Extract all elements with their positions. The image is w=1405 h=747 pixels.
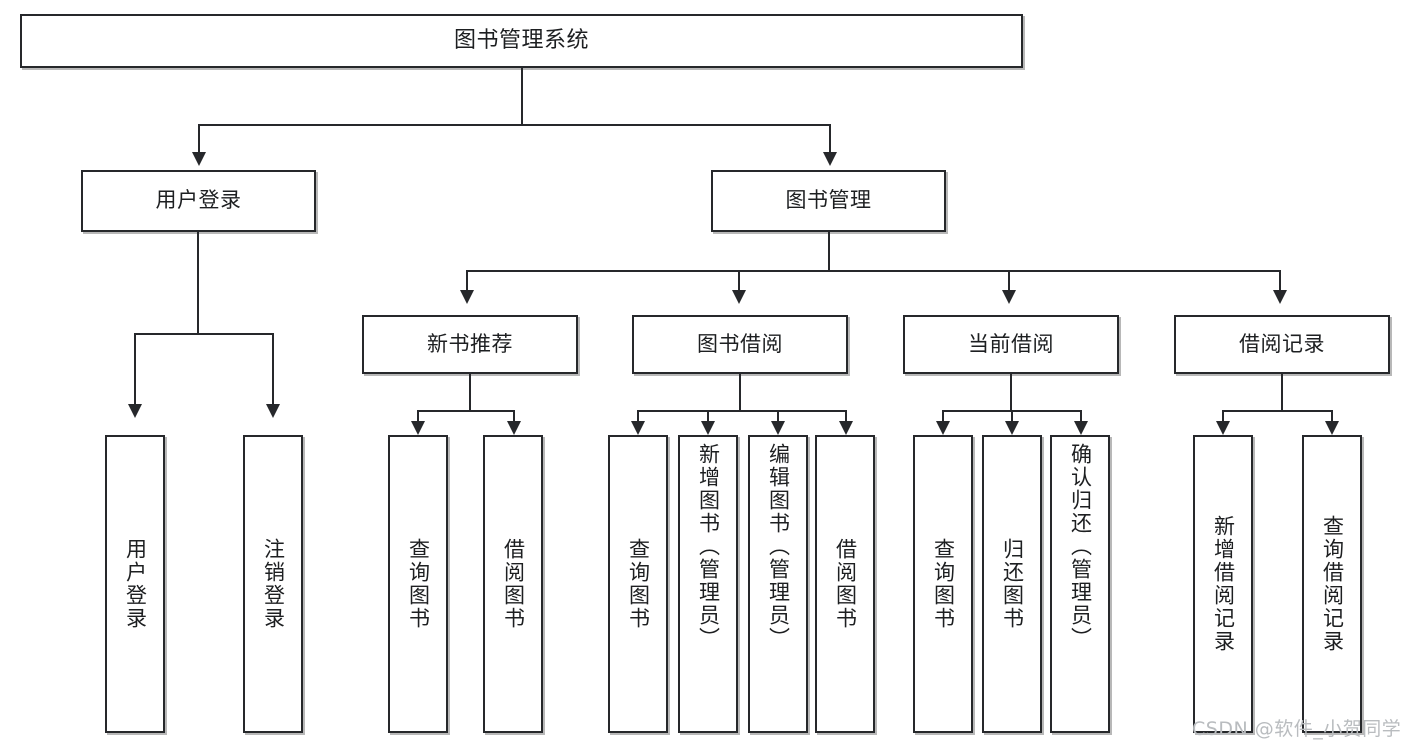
connector-borrow-to-leaf-4	[845, 410, 847, 422]
arrow-book-mgmt-to-borrow	[732, 290, 746, 304]
node-label: 确认归还（管理员）	[1068, 443, 1093, 650]
leaf-borrow-add-book-admin[interactable]: 新增图书（管理员）	[678, 435, 738, 733]
leaf-user-logout[interactable]: 注销登录	[243, 435, 303, 733]
node-label: 用户登录	[155, 188, 242, 213]
node-new-book-recommend[interactable]: 新书推荐	[362, 315, 578, 374]
node-label: 借阅图书	[501, 538, 526, 630]
connector-current-to-leaf-2	[1011, 410, 1013, 422]
node-label: 查询图书	[931, 538, 956, 630]
arrow-current-to-leaf-3	[1074, 421, 1088, 435]
leaf-current-confirm-return-admin[interactable]: 确认归还（管理员）	[1050, 435, 1110, 733]
connector-user-login-bus	[134, 333, 274, 335]
node-label: 查询图书	[406, 538, 431, 630]
connector-borrow-to-leaf-1	[637, 410, 639, 422]
leaf-borrow-borrow-book[interactable]: 借阅图书	[815, 435, 875, 733]
connector-root-bus	[198, 124, 831, 126]
connector-book-mgmt-to-borrow	[738, 270, 740, 291]
arrow-borrow-to-leaf-2	[701, 421, 715, 435]
connector-user-login-to-leaf-1	[134, 333, 136, 405]
connector-records-to-leaf-2	[1331, 410, 1333, 422]
node-label: 借阅图书	[833, 538, 858, 630]
node-borrow-records[interactable]: 借阅记录	[1174, 315, 1390, 374]
arrow-current-to-leaf-2	[1005, 421, 1019, 435]
arrow-user-login-to-leaf-2	[266, 404, 280, 418]
connector-user-login-stem	[197, 232, 199, 333]
connector-records-stem	[1281, 374, 1283, 410]
node-label: 编辑图书（管理员）	[766, 443, 791, 650]
leaf-current-query-book[interactable]: 查询图书	[913, 435, 973, 733]
leaf-records-query-record[interactable]: 查询借阅记录	[1302, 435, 1362, 733]
node-user-login[interactable]: 用户登录	[81, 170, 316, 232]
connector-current-stem	[1010, 374, 1012, 410]
arrow-borrow-to-leaf-3	[771, 421, 785, 435]
connector-borrow-to-leaf-3	[777, 410, 779, 422]
node-label: 图书管理系统	[453, 27, 589, 53]
connector-records-bus	[1222, 410, 1332, 412]
arrow-book-mgmt-to-current	[1002, 290, 1016, 304]
connector-book-mgmt-stem	[828, 232, 830, 270]
node-label: 查询借阅记录	[1320, 515, 1345, 653]
connector-root-to-user-login	[198, 124, 200, 153]
connector-user-login-to-leaf-2	[272, 333, 274, 405]
connector-borrow-stem	[739, 374, 741, 410]
connector-borrow-to-leaf-2	[707, 410, 709, 422]
arrow-new-book-to-leaf-2	[507, 421, 521, 435]
connector-new-book-stem	[469, 374, 471, 410]
connector-current-to-leaf-1	[942, 410, 944, 422]
connector-current-to-leaf-3	[1080, 410, 1082, 422]
connector-root-to-book-mgmt	[829, 124, 831, 153]
connector-records-to-leaf-1	[1222, 410, 1224, 422]
node-book-borrow[interactable]: 图书借阅	[632, 315, 848, 374]
arrow-book-mgmt-to-records	[1273, 290, 1287, 304]
leaf-current-return-book[interactable]: 归还图书	[982, 435, 1042, 733]
arrow-root-to-user-login	[192, 152, 206, 166]
node-current-borrow[interactable]: 当前借阅	[903, 315, 1119, 374]
arrow-root-to-book-mgmt	[823, 152, 837, 166]
node-label: 新增图书（管理员）	[696, 443, 721, 650]
connector-new-book-to-leaf-1	[417, 410, 419, 422]
node-label: 新书推荐	[427, 331, 513, 356]
node-label: 图书管理	[785, 188, 872, 213]
connector-book-mgmt-to-records	[1279, 270, 1281, 291]
node-label: 图书借阅	[697, 331, 783, 356]
arrow-records-to-leaf-2	[1325, 421, 1339, 435]
connector-book-mgmt-to-new-book	[466, 270, 468, 291]
leaf-user-login[interactable]: 用户登录	[105, 435, 165, 733]
connector-book-mgmt-to-current	[1008, 270, 1010, 291]
leaf-borrow-edit-book-admin[interactable]: 编辑图书（管理员）	[748, 435, 808, 733]
node-label: 用户登录	[123, 538, 148, 630]
leaf-records-add-record[interactable]: 新增借阅记录	[1193, 435, 1253, 733]
arrow-user-login-to-leaf-1	[128, 404, 142, 418]
leaf-new-book-borrow[interactable]: 借阅图书	[483, 435, 543, 733]
arrow-borrow-to-leaf-1	[631, 421, 645, 435]
arrow-current-to-leaf-1	[936, 421, 950, 435]
connector-book-mgmt-bus	[466, 270, 1281, 272]
arrow-records-to-leaf-1	[1216, 421, 1230, 435]
node-label: 新增借阅记录	[1211, 515, 1236, 653]
leaf-borrow-query-book[interactable]: 查询图书	[608, 435, 668, 733]
arrow-book-mgmt-to-new-book	[460, 290, 474, 304]
connector-borrow-bus	[637, 410, 845, 412]
connector-root-stem	[521, 68, 523, 124]
node-label: 归还图书	[1000, 538, 1025, 630]
watermark-text: CSDN @软件_小贺同学	[1192, 718, 1402, 740]
leaf-new-book-query[interactable]: 查询图书	[388, 435, 448, 733]
connector-new-book-to-leaf-2	[513, 410, 515, 422]
arrow-borrow-to-leaf-4	[839, 421, 853, 435]
arrow-new-book-to-leaf-1	[411, 421, 425, 435]
connector-new-book-bus	[417, 410, 515, 412]
node-label: 注销登录	[261, 538, 286, 630]
node-label: 借阅记录	[1239, 331, 1325, 356]
node-book-management[interactable]: 图书管理	[711, 170, 946, 232]
node-label: 查询图书	[626, 538, 651, 630]
node-label: 当前借阅	[968, 331, 1054, 356]
node-root-system[interactable]: 图书管理系统	[20, 14, 1023, 68]
